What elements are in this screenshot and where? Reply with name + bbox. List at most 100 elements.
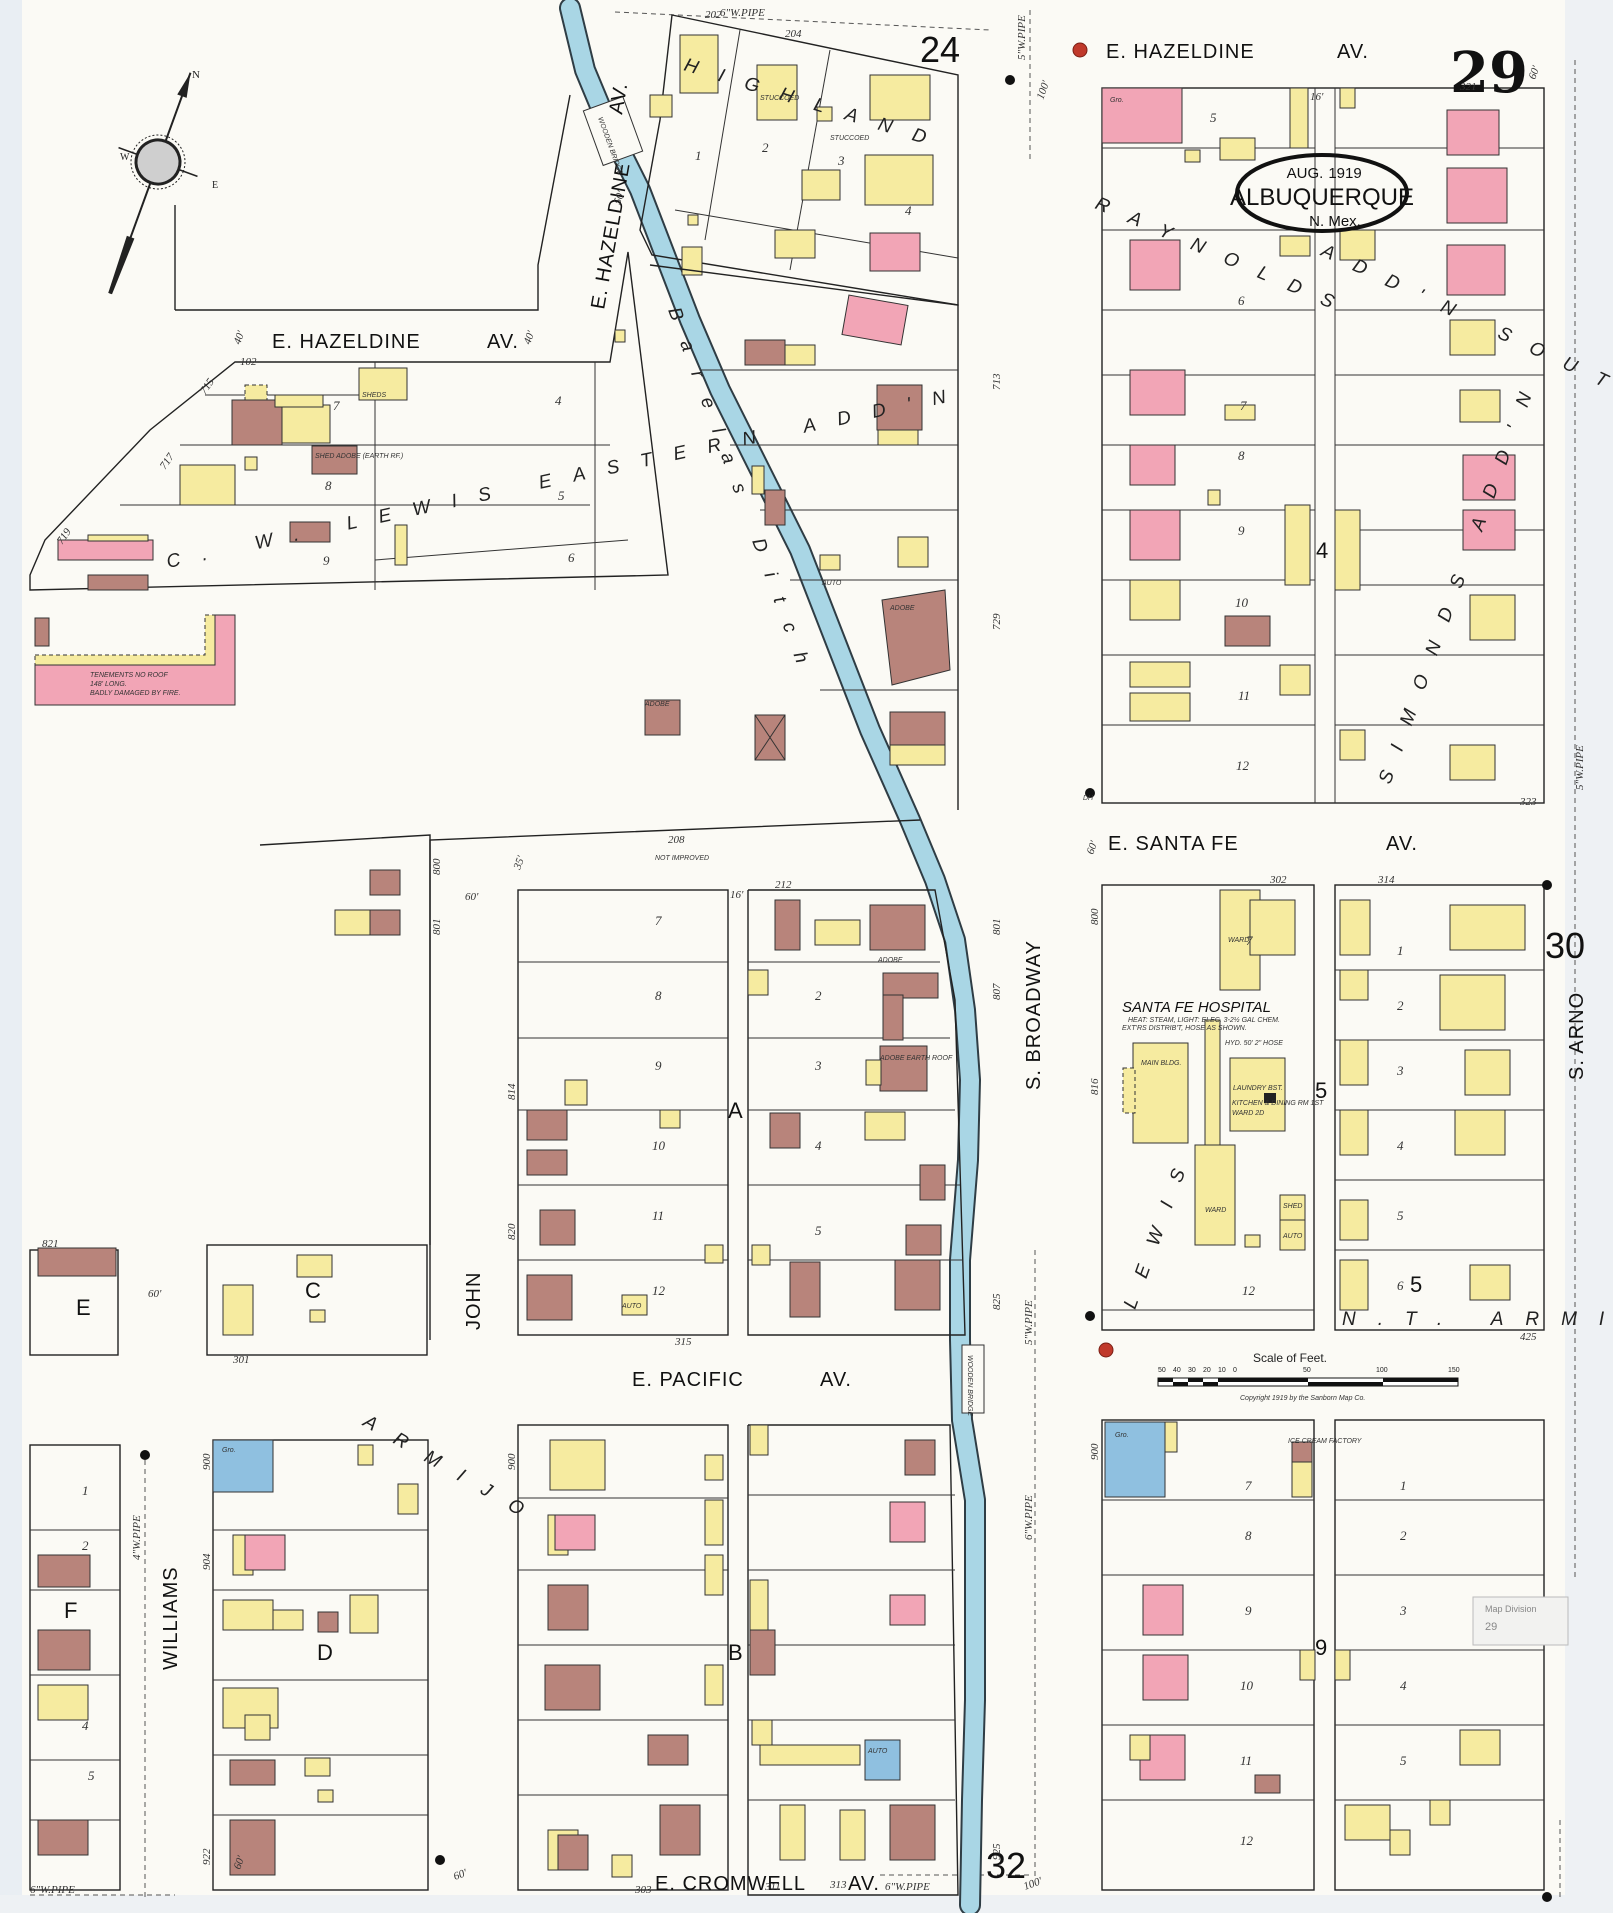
address-311: 311 [764, 1881, 781, 1893]
width-hazeldine-left-1: 40' [232, 329, 248, 346]
scale-tick-50w: 50 [1158, 1367, 1166, 1374]
scale-tick-40: 40 [1173, 1367, 1181, 1374]
alley-width: 16' [730, 889, 744, 901]
address-202: 202 [705, 9, 722, 21]
block-a [747, 889, 966, 1336]
lot-b4-9: 9 [1238, 523, 1245, 538]
hospital-name: SANTA FE HOSPITAL [1122, 999, 1271, 1016]
lot-john-8: 8 [655, 988, 662, 1003]
width-pacific-far-west: 60' [148, 1288, 162, 1300]
address-301: 301 [232, 1354, 250, 1366]
lot-lewis-4: 4 [555, 393, 562, 408]
lot-b4-6: 6 [1238, 293, 1245, 308]
addition-simonds: SIMONDS ADD'N [1375, 369, 1544, 787]
block-number-9: 9 [1315, 1635, 1327, 1660]
block-letter-f: F [64, 1598, 77, 1623]
block-c-left [29, 834, 431, 1356]
address-broadway-925: 925 [991, 1843, 1003, 1860]
street-arno: S. ARNO [1566, 992, 1588, 1080]
lot-b4-8: 8 [1238, 448, 1245, 463]
lot-a-2: 2 [815, 988, 822, 1003]
lot-john-10: 10 [652, 1138, 666, 1153]
water-pipes [30, 10, 1576, 1900]
index-marker-south [1098, 1342, 1114, 1358]
block-highland [639, 14, 959, 306]
block-letter-d: D [317, 1640, 333, 1665]
width-pacific-west: 60' [465, 891, 479, 903]
address-williams-900-w: 900 [201, 1453, 213, 1470]
copyright: Copyright 1919 by the Sanborn Map Co. [1240, 1395, 1365, 1402]
street-santa-fe-av: AV. [1386, 833, 1418, 855]
address-broadway-825: 825 [991, 1293, 1003, 1310]
lot-john-11: 11 [652, 1208, 664, 1223]
lot-e5-1: 1 [1397, 943, 1404, 958]
width-hazeldine-vertical: 50' [612, 189, 628, 206]
wooden-bridges [582, 95, 985, 1414]
scale-tick-0: 0 [1233, 1367, 1237, 1374]
fire-hydrants [140, 75, 1552, 1902]
hospital-hose: HYD. 50' 2" HOSE [1225, 1040, 1283, 1047]
map-city: ALBUQUERQUE [1230, 184, 1414, 211]
lot-9e-5: 5 [1400, 1753, 1407, 1768]
stuccoed-label-1: STUCCOED [830, 135, 869, 142]
width-hazeldine-left-2: 40' [522, 329, 538, 346]
address-arno-900: 900 [1089, 1443, 1101, 1460]
city-cartouche [1235, 153, 1409, 233]
street-pacific: E. PACIFIC [632, 1369, 744, 1391]
scan-margin-left [0, 0, 22, 1913]
address-williams-900: 900 [506, 1453, 518, 1470]
adjacent-sheet-south: 32 [986, 1845, 1026, 1886]
addition-armijo-2: N.T. ARMIJO ADD'N No. 2. [1342, 1309, 1613, 1330]
scale-title: Scale of Feet. [1253, 1351, 1327, 1365]
block-hospital [1101, 884, 1315, 1331]
address-broadway-801: 801 [991, 919, 1003, 936]
lot-highland-3: 3 [837, 153, 845, 168]
lot-lewis-8: 8 [325, 478, 332, 493]
block-number-5b: 5 [1410, 1272, 1422, 1297]
scan-margin-right [1565, 0, 1613, 1913]
address-john-814: 814 [506, 1083, 518, 1100]
index-marker-north [1072, 42, 1088, 58]
compass-rose-icon [108, 72, 198, 295]
address-208: 208 [668, 834, 685, 846]
block-f [29, 1444, 121, 1891]
street-broadway: S. BROADWAY [1023, 940, 1045, 1090]
pipe-label-broadway-south: 5"W.PIPE [1023, 1300, 1035, 1345]
lot-9-7: 7 [1245, 1478, 1252, 1493]
address-broadway-807: 807 [991, 983, 1003, 1000]
map-date-month: AUG. [1287, 165, 1324, 182]
address-314: 314 [1377, 874, 1395, 886]
width-john: 35' [511, 854, 527, 872]
block-b [747, 1424, 959, 1896]
lot-john-7: 7 [655, 913, 662, 928]
pipe-label-williams: 4"W.PIPE [131, 1515, 143, 1560]
pipe-label-cromwell: 6"W.PIPE [885, 1881, 930, 1893]
lot-9e-4: 4 [1400, 1678, 1407, 1693]
lot-hosp-12: 12 [1242, 1283, 1256, 1298]
tenement-ruin [34, 614, 236, 706]
address-broadway-729: 729 [991, 613, 1003, 630]
lot-9-12: 12 [1240, 1833, 1254, 1848]
address-717: 717 [158, 451, 178, 472]
address-323: 323 [1519, 796, 1537, 808]
block-number-5a: 5 [1315, 1078, 1327, 1103]
scale-tick-100: 100 [1376, 1367, 1388, 1374]
lot-b4-11: 11 [1238, 688, 1250, 703]
address-arno-816: 816 [1089, 1078, 1101, 1095]
scan-margin-bottom [0, 1895, 1613, 1913]
width-broadway-north: 100' [1035, 79, 1053, 101]
block-letter-e: E [76, 1295, 91, 1320]
block-lewis-eastern [29, 251, 669, 591]
street-john: JOHN [463, 1272, 485, 1330]
block-9-east [1334, 1419, 1545, 1891]
block-letter-a: A [728, 1098, 743, 1123]
width-cromwell: 60' [452, 1867, 469, 1883]
block-northwest [174, 94, 571, 311]
lot-e5-2: 2 [1397, 998, 1404, 1013]
scale-tick-10: 10 [1218, 1367, 1226, 1374]
block-9 [1101, 1419, 1316, 1891]
lot-f-5: 5 [88, 1768, 95, 1783]
street-hazeldine-top-av: AV. [1337, 41, 1369, 63]
block-j [517, 1424, 729, 1891]
